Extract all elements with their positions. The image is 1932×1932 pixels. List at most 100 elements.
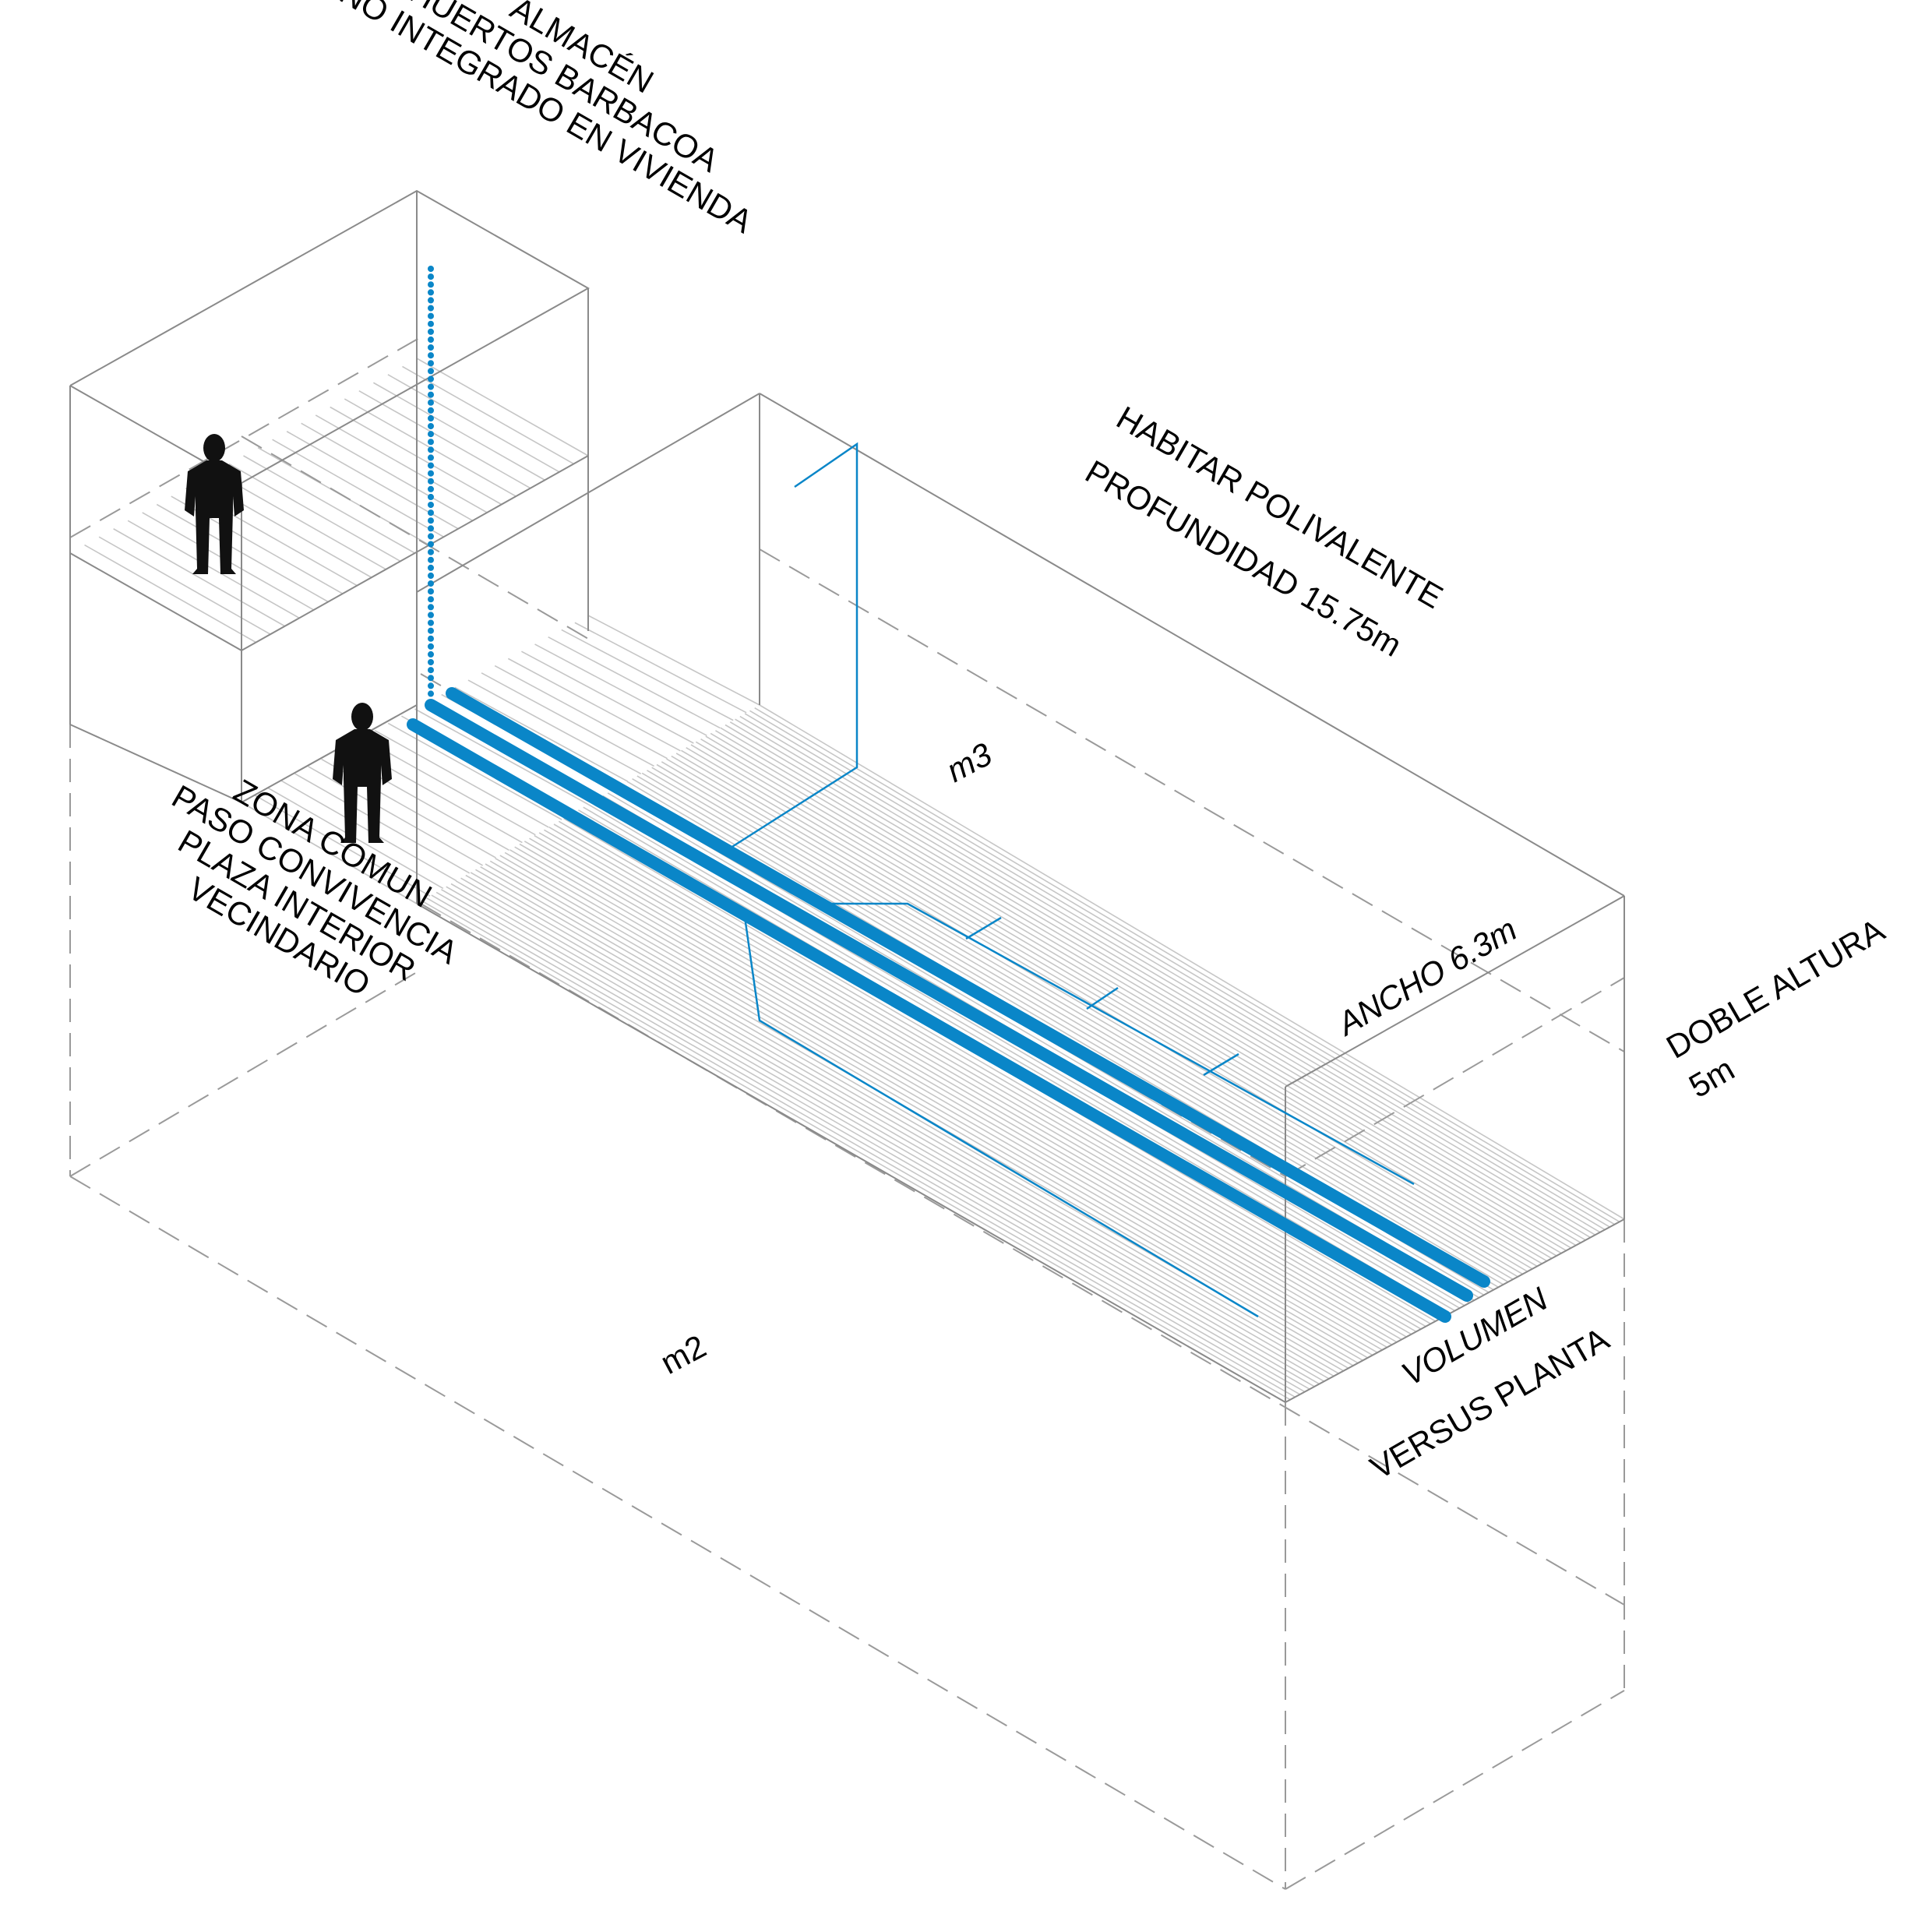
hatch-line xyxy=(504,851,1373,1356)
hatch-line xyxy=(754,707,1620,1223)
main-box-edge xyxy=(1285,1218,1625,1403)
hatch-line xyxy=(681,749,1547,1262)
hatch-line xyxy=(272,439,444,538)
hatch-line xyxy=(241,802,418,904)
hatch-line xyxy=(475,869,1344,1372)
hatch-line xyxy=(494,665,668,760)
hatch-line xyxy=(358,390,531,489)
hatch-line xyxy=(759,704,1625,1220)
hatch-line xyxy=(715,730,1581,1243)
hatch-line xyxy=(661,761,1528,1272)
hatch-line xyxy=(254,795,431,897)
upper-box-edge xyxy=(69,552,242,651)
volumen-line xyxy=(407,718,1451,1323)
hatch-line xyxy=(330,406,502,506)
hatch-line xyxy=(651,767,1518,1278)
hatch-line xyxy=(426,897,1296,1398)
hatch-line xyxy=(587,615,760,706)
dashed-line xyxy=(1285,1690,1625,1890)
hatch-line xyxy=(583,806,1451,1314)
upper-box-edge xyxy=(69,724,242,803)
hatch-line xyxy=(374,729,549,828)
hatch-line xyxy=(402,365,574,465)
m3-label: m3 xyxy=(940,735,998,789)
upper-box-edge xyxy=(241,455,589,651)
hatch-line xyxy=(465,874,1334,1377)
almacen-label: ALMACÉN HUERTOS BARBACOA NO INTEGRADO EN… xyxy=(334,0,759,240)
upper-box-edge xyxy=(241,704,418,803)
doble-altura-label: DOBLE ALTURA 5m xyxy=(1660,911,1891,1105)
hatch-line xyxy=(441,889,1310,1390)
hatch-line xyxy=(529,837,1398,1343)
hatch-line xyxy=(361,737,536,836)
hatch-line xyxy=(686,746,1553,1260)
hatch-line xyxy=(499,855,1369,1359)
dashed-line xyxy=(759,548,1625,1052)
person-silhouette-lower-icon xyxy=(333,703,392,843)
hatch-line xyxy=(524,841,1393,1345)
hatch-line xyxy=(446,886,1315,1387)
hatch-line xyxy=(301,422,474,522)
hatch-line xyxy=(636,775,1504,1285)
hatch-line xyxy=(735,718,1601,1233)
hatch-line xyxy=(435,891,1306,1393)
hatch-line xyxy=(544,829,1412,1335)
ancho-label: ANCHO 6.3m xyxy=(1329,911,1522,1044)
hatch-line xyxy=(243,455,415,554)
hatch-line xyxy=(467,679,642,774)
hatch-line xyxy=(315,414,488,513)
volumen-line xyxy=(425,699,1473,1302)
dashed-line xyxy=(1285,977,1625,1177)
blue-section-lines xyxy=(728,442,1415,1318)
hatch-line xyxy=(294,773,471,874)
blue-tick xyxy=(965,916,1002,940)
hatch-line xyxy=(538,832,1407,1338)
main-box-edge xyxy=(416,903,1286,1403)
blue-section-line xyxy=(728,442,858,851)
hatch-line xyxy=(489,860,1359,1364)
hatch-line xyxy=(739,715,1606,1231)
dashed-line xyxy=(420,903,1625,1606)
hatch-line xyxy=(675,753,1542,1264)
box-outlines xyxy=(69,189,1625,1403)
hatch-line xyxy=(514,846,1383,1351)
hatch-line xyxy=(113,528,286,627)
hatch-line xyxy=(214,471,386,570)
hatch-line xyxy=(509,849,1378,1353)
hatch-line xyxy=(156,503,329,603)
hatch-line xyxy=(84,544,256,643)
volumen-line xyxy=(446,687,1490,1288)
hatch-line xyxy=(534,643,707,736)
hatch-line xyxy=(700,739,1567,1251)
main-box-edge xyxy=(759,393,1625,897)
hatch-line xyxy=(228,463,401,562)
hatch-line xyxy=(421,900,1291,1401)
hatch-line xyxy=(481,672,654,767)
hatch-line xyxy=(744,713,1610,1228)
hatch-line xyxy=(455,880,1325,1382)
blue-section-line xyxy=(742,911,1259,1318)
hatch-line xyxy=(414,708,589,806)
main-floor-hatch xyxy=(416,704,1625,1403)
hatch-line xyxy=(749,710,1615,1225)
hatch-line xyxy=(705,735,1572,1249)
person-silhouette-upper-icon xyxy=(185,434,244,574)
m2-label: m2 xyxy=(654,1327,712,1381)
volumen-lines xyxy=(407,687,1490,1323)
hatch-line xyxy=(470,872,1339,1374)
hatch-line xyxy=(671,755,1538,1267)
habitar-label: HABITAR POLIVALENTE PROFUNDIDAD 15.75m xyxy=(1080,399,1449,664)
hatch-line xyxy=(720,727,1586,1241)
main-box-edge xyxy=(416,393,760,593)
dashed-line xyxy=(69,969,421,1177)
hatch-line xyxy=(431,894,1301,1395)
hatch-line xyxy=(127,520,300,619)
dashed-line xyxy=(241,435,589,640)
hatch-line xyxy=(548,636,721,729)
blue-section-line xyxy=(822,902,1415,1186)
hatch-line xyxy=(387,374,560,473)
main-box-edge xyxy=(1285,895,1625,1088)
hatch-line xyxy=(308,766,484,866)
hatch-line xyxy=(507,658,681,752)
hatch-line xyxy=(710,732,1577,1246)
